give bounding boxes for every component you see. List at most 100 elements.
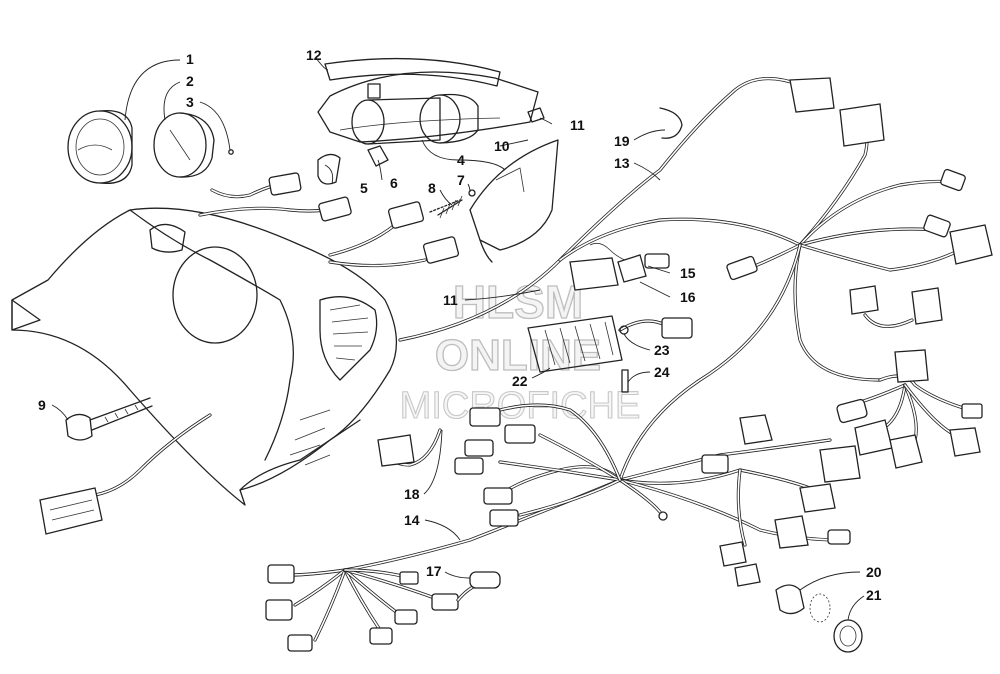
lamp-connector-2 (318, 196, 352, 222)
headlight-screw (228, 149, 234, 155)
callout-1: 1 (186, 51, 194, 67)
connector-t (827, 529, 851, 545)
callout-17: 17 (426, 563, 442, 579)
callout-21: 21 (866, 587, 882, 603)
connector-ai (734, 563, 761, 587)
callout-18: 18 (404, 486, 420, 502)
connector-ag (399, 571, 419, 585)
flasher (644, 253, 670, 269)
connector-s (774, 515, 809, 549)
connector-18 (377, 434, 415, 467)
connector-d (940, 168, 966, 192)
callout-3: 3 (186, 94, 194, 110)
regulator-connector (661, 317, 693, 339)
callout-20: 20 (866, 564, 882, 580)
callout-numbers: 1 2 3 4 5 6 7 8 9 10 11 11 12 13 14 15 1… (38, 47, 882, 603)
relay (569, 257, 619, 291)
headlight-lens (67, 110, 133, 184)
connector-r (799, 483, 836, 513)
connector-y (483, 487, 513, 505)
connector-g (849, 285, 879, 315)
connector-k (854, 419, 893, 456)
callout-7: 7 (457, 172, 465, 188)
connector-j (836, 398, 868, 424)
callout-23: 23 (654, 342, 670, 358)
connector-i (894, 349, 929, 383)
callout-9: 9 (38, 397, 46, 413)
lamp-connector-3 (387, 201, 425, 229)
lower-right-group (719, 468, 863, 653)
watermark: HLSM ONLINE MICROFICHE (399, 275, 641, 427)
lower-harness (265, 403, 861, 652)
connector-h (911, 287, 943, 325)
callout-12: 12 (306, 47, 322, 63)
connector-af (431, 593, 459, 611)
upper-bracket (317, 71, 539, 143)
relay-regulator-group (527, 242, 693, 393)
callout-15: 15 (680, 265, 696, 281)
bulb (367, 145, 389, 167)
connector-c (726, 255, 758, 281)
trim-strip (324, 57, 501, 87)
nut (833, 619, 863, 653)
callout-11-lower: 11 (443, 292, 458, 308)
headlight-harness (198, 172, 463, 268)
connector-x (454, 457, 484, 475)
connector-ad (369, 627, 393, 645)
front-fairing (11, 207, 398, 506)
callout-8: 8 (428, 180, 436, 196)
retainer-ring (659, 107, 683, 139)
callout-13: 13 (614, 155, 630, 171)
grille (319, 296, 378, 381)
relay-connector (617, 254, 647, 283)
connector-b (839, 103, 885, 147)
side-housing (469, 139, 559, 251)
switch-body (65, 413, 93, 441)
callout-2: 2 (186, 73, 194, 89)
sensor (775, 584, 805, 615)
voltage-regulator (527, 315, 623, 373)
headlight-assembly (67, 109, 234, 185)
connector-ac (287, 634, 313, 652)
connector-e (923, 214, 951, 238)
connector-u (469, 407, 501, 427)
connector-v (504, 424, 536, 444)
right-connector-cluster (836, 349, 983, 469)
lamp-connector-4 (422, 236, 460, 264)
connector-z (489, 509, 519, 527)
lamp-connector-1 (268, 172, 302, 196)
callout-5: 5 (360, 180, 368, 196)
connector-p (701, 454, 729, 474)
connector-l (889, 434, 923, 469)
watermark-line2: ONLINE (435, 331, 601, 380)
callout-16: 16 (680, 289, 696, 305)
leader-lines (51, 57, 865, 621)
connector-ae (394, 609, 418, 625)
callout-19: 19 (614, 133, 630, 149)
connector-w (464, 439, 494, 457)
connector-aa (267, 564, 295, 584)
callout-10: 10 (494, 138, 510, 154)
fairing-harness (39, 413, 212, 535)
watermark-line3: MICROFICHE (400, 385, 641, 427)
connector-ah (719, 541, 747, 567)
bolt (621, 369, 629, 393)
upper-housing (317, 57, 559, 263)
callout-4: 4 (457, 152, 465, 168)
clip (527, 107, 545, 123)
connector-a (789, 77, 835, 113)
connector-m (949, 427, 981, 457)
connector-q (819, 445, 861, 483)
callout-6: 6 (390, 175, 398, 191)
callout-11-upper: 11 (570, 117, 585, 133)
connector-f (949, 224, 993, 265)
connector-ab (265, 599, 293, 621)
bulb-boot (317, 153, 341, 185)
callout-24: 24 (654, 364, 670, 380)
connector-o (739, 414, 773, 445)
connector-17 (469, 571, 501, 589)
lamp-socket-left (351, 99, 385, 145)
watermark-line1: HLSM (453, 276, 583, 328)
washer (809, 593, 831, 623)
